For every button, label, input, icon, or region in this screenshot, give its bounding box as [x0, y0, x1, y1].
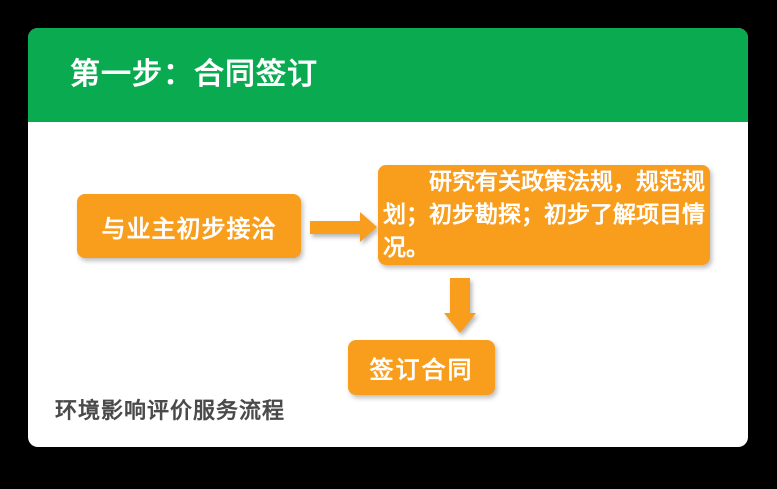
flow-node-research-label: 研究有关政策法规，规范规划；初步勘探；初步了解项目情况。 [383, 168, 705, 261]
step-title: 第一步：合同签订 [70, 57, 318, 92]
flow-node-initial-contact: 与业主初步接洽 [77, 194, 301, 258]
arrow-right-icon [310, 212, 377, 243]
arrow-right-head [360, 212, 377, 242]
arrow-down-head [444, 313, 476, 333]
step-header: 第一步：合同签订 [28, 28, 748, 122]
arrow-down-shaft [450, 278, 470, 313]
arrow-down-icon [444, 278, 476, 333]
arrow-right-shaft [310, 221, 360, 234]
flow-node-sign-contract-label: 签订合同 [369, 356, 474, 384]
flow-node-initial-contact-label: 与业主初步接洽 [101, 214, 277, 243]
footer-caption: 环境影响评价服务流程 [55, 399, 286, 424]
flow-node-sign-contract: 签订合同 [348, 340, 495, 395]
flow-node-research: 研究有关政策法规，规范规划；初步勘探；初步了解项目情况。 [378, 165, 710, 265]
slide-card: 第一步：合同签订 与业主初步接洽 研究有关政策法规，规范规划；初步勘探；初步了解… [28, 28, 748, 447]
